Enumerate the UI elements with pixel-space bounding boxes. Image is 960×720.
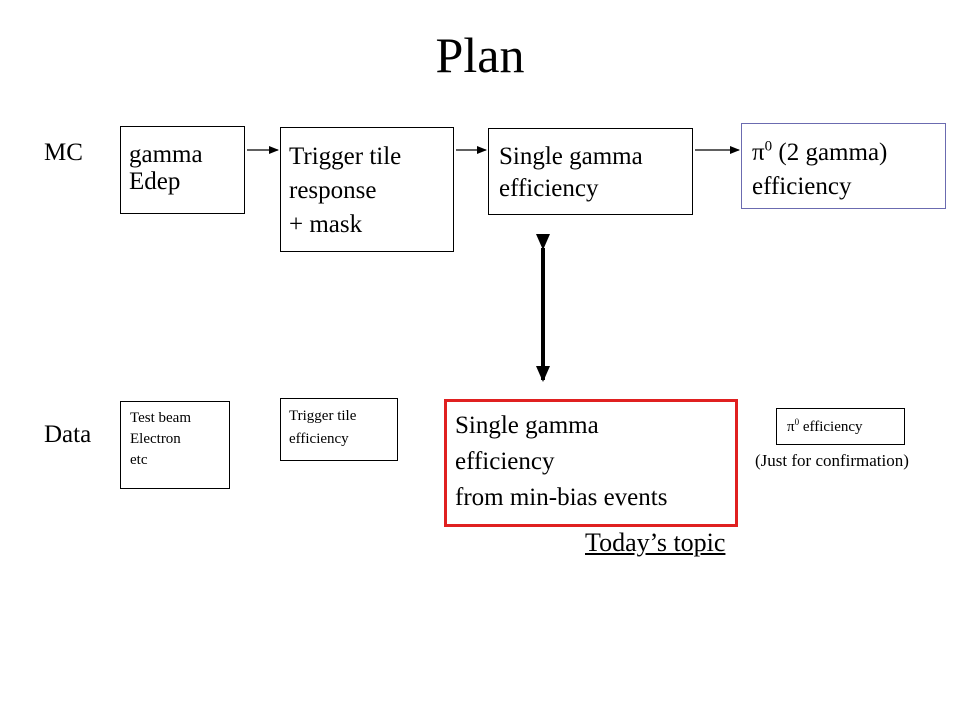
mc-trigger-tile-line-1: Trigger tile	[289, 143, 402, 170]
data-pi0-box: π0 efficiency	[776, 408, 905, 445]
data-trigger-tile-line-1: Trigger tile	[289, 408, 357, 424]
slide-title: Plan	[435, 27, 525, 83]
data-trigger-tile-line-2: efficiency	[289, 431, 349, 447]
mc-single-gamma-line-2: efficiency	[499, 175, 599, 202]
mc-gamma-edep-box: gamma Edep	[120, 126, 245, 214]
data-pi0-symbol: π	[787, 419, 795, 435]
data-test-beam-line-1: Test beam	[130, 410, 192, 426]
data-test-beam-line-2: Electron	[130, 431, 181, 447]
data-pi0-label: efficiency	[799, 419, 863, 435]
data-trigger-tile-box: Trigger tile efficiency	[280, 398, 398, 461]
data-single-gamma-line-2: efficiency	[455, 448, 555, 475]
todays-topic-label: Today’s topic	[585, 528, 726, 557]
data-single-gamma-box: Single gamma efficiency from min-bias ev…	[444, 399, 738, 527]
mc-trigger-tile-line-3: + mask	[289, 211, 363, 238]
confirmation-note: (Just for confirmation)	[755, 451, 909, 470]
mc-pi0-superscript: 0	[764, 138, 773, 155]
row-label-data: Data	[44, 421, 92, 448]
mc-trigger-tile-box: Trigger tile response + mask	[280, 127, 454, 252]
row-label-mc: MC	[44, 139, 83, 166]
mc-single-gamma-box: Single gamma efficiency	[488, 128, 693, 215]
data-single-gamma-line-1: Single gamma	[455, 412, 599, 439]
mc-pi0-line-2: efficiency	[752, 173, 852, 200]
data-test-beam-box: Test beam Electron etc	[120, 401, 230, 489]
mc-pi0-box: π0 (2 gamma) efficiency	[741, 123, 946, 209]
mc-gamma-edep-line-2: Edep	[129, 168, 181, 195]
mc-gamma-edep-line-1: gamma	[129, 141, 203, 168]
data-single-gamma-line-3: from min-bias events	[455, 484, 668, 511]
data-pi0-superscript: 0	[794, 417, 800, 427]
mc-pi0-symbol: π	[752, 139, 765, 166]
data-test-beam-line-3: etc	[130, 452, 148, 468]
mc-trigger-tile-line-2: response	[289, 177, 377, 204]
mc-pi0-line-1: (2 gamma)	[772, 139, 888, 166]
mc-single-gamma-line-1: Single gamma	[499, 143, 643, 170]
